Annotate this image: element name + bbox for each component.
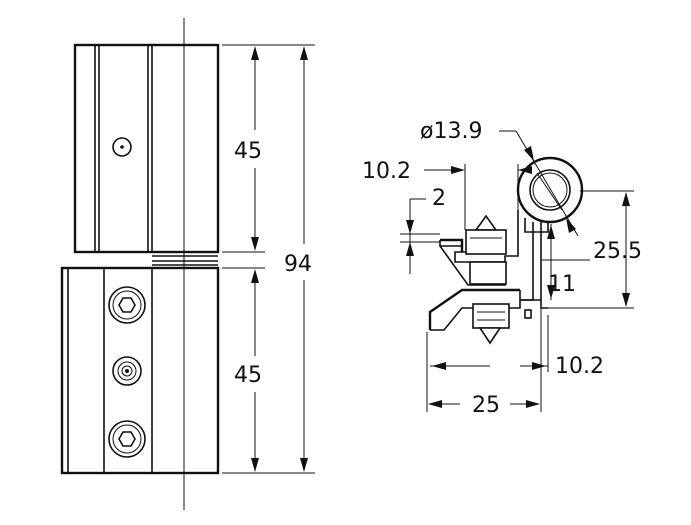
knuckle (516, 156, 584, 224)
dim-upper-offset-label: 10.2 (362, 159, 411, 184)
dim-base-width-label: 25 (472, 393, 500, 418)
adjust-screw-icon (112, 356, 142, 386)
dim-lower-step: 11 (547, 224, 576, 300)
dim-base-width: 25 (426, 308, 542, 418)
dim-pin-diameter: ø13.9 (420, 119, 579, 237)
lower-leaf (60, 266, 220, 475)
dim-gap: 2 (400, 186, 446, 274)
dim-lower-offset-label: 10.2 (555, 354, 604, 379)
dim-lower-offset: 10.2 (430, 315, 604, 379)
dim-knuckle-height-label: 25.5 (593, 239, 642, 264)
dim-total-height: 94 (284, 46, 312, 472)
lower-screw-icon (472, 303, 510, 345)
upper-leaf (73, 43, 220, 254)
front-view: 45 45 94 (60, 18, 315, 510)
upper-screw-icon (465, 214, 507, 285)
hex-socket-top-icon (108, 286, 146, 324)
upper-leaf-outline (73, 43, 220, 254)
section-view: ø13.9 10.2 2 (362, 119, 642, 418)
dim-knuckle-height: 25.5 (548, 190, 642, 309)
dim-upper-leaf: 45 (234, 46, 262, 251)
dim-upper-leaf-label: 45 (234, 139, 262, 164)
dim-lower-leaf-label: 45 (234, 363, 262, 388)
dim-total-height-label: 94 (284, 252, 312, 277)
dim-upper-offset: 10.2 (362, 159, 532, 230)
lower-leaf-outline (60, 266, 220, 475)
dim-gap-label: 2 (432, 186, 446, 211)
dim-lower-step-label: 11 (548, 272, 576, 297)
dim-pin-diameter-label: ø13.9 (420, 119, 482, 144)
upper-pin-center (120, 145, 124, 149)
hex-socket-bottom-icon (108, 420, 146, 458)
dim-lower-leaf: 45 (234, 269, 262, 472)
upper-pin-hole (112, 137, 132, 157)
